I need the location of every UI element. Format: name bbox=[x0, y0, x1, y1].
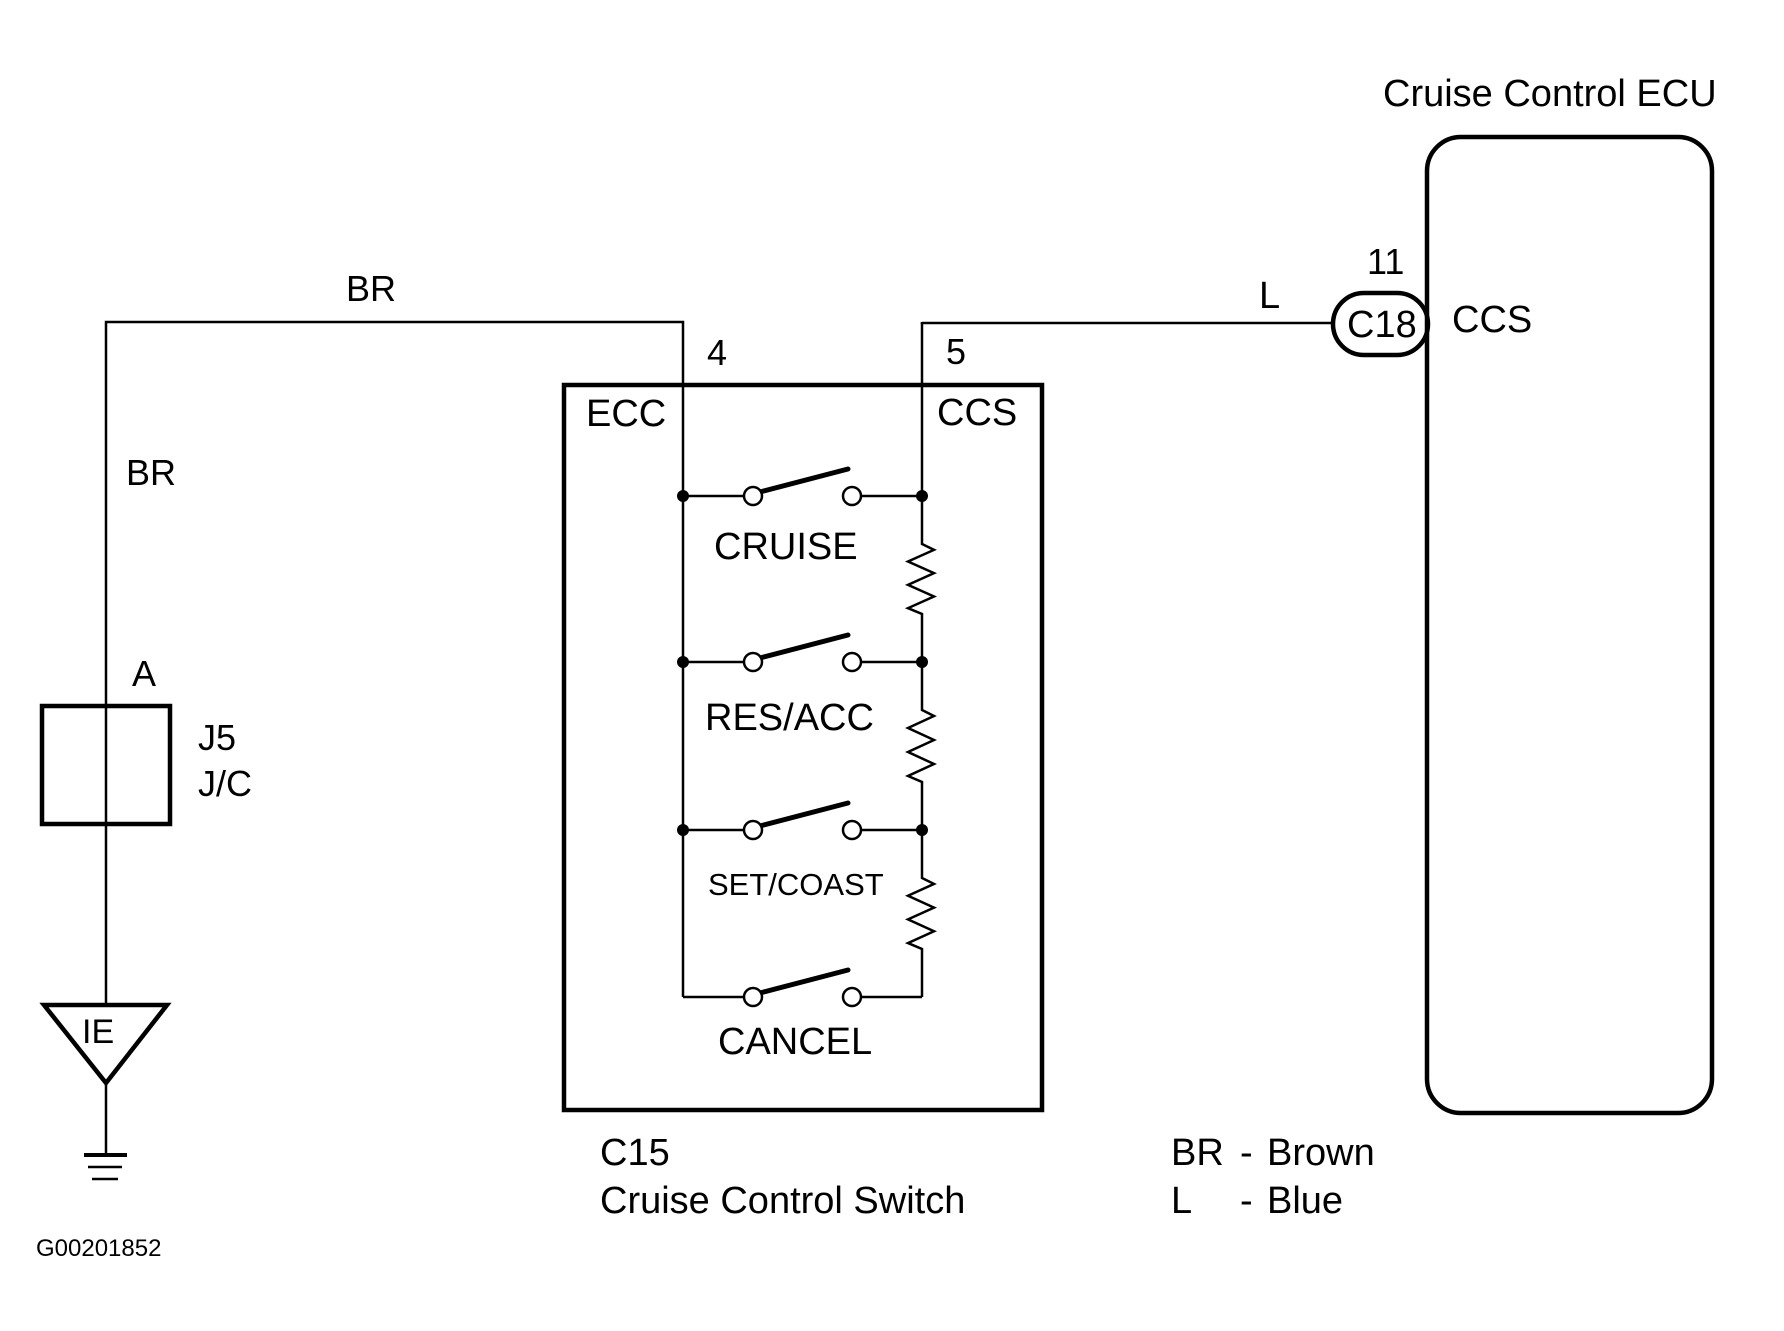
switch-terminal-left: ECC bbox=[586, 393, 666, 435]
switch-label-3: CANCEL bbox=[718, 1021, 872, 1063]
resistor-icon bbox=[904, 496, 938, 662]
switch-lever-icon bbox=[757, 632, 851, 661]
resistor-icon bbox=[904, 830, 938, 997]
switch-connector-id: C15 bbox=[600, 1132, 670, 1174]
switch-contact-icon bbox=[841, 986, 863, 1008]
switch-lever-icon bbox=[757, 466, 851, 495]
legend-sep-1: - bbox=[1240, 1180, 1253, 1222]
junction-node-icon bbox=[677, 656, 689, 668]
legend-code-0: BR bbox=[1171, 1132, 1224, 1174]
ecu-housing bbox=[1424, 134, 1715, 1116]
wire-br bbox=[104, 320, 685, 1004]
ecu-title: Cruise Control ECU bbox=[1383, 73, 1717, 115]
switch-housing bbox=[561, 382, 1045, 1113]
legend-color-0: Brown bbox=[1267, 1132, 1375, 1174]
junction-type: J/C bbox=[198, 763, 252, 804]
switch-contact-icon bbox=[742, 986, 764, 1008]
switch-contact-icon bbox=[742, 819, 764, 841]
legend-code-1: L bbox=[1171, 1180, 1192, 1222]
switch-label-1: RES/ACC bbox=[705, 697, 874, 739]
resistor-icon bbox=[904, 662, 937, 830]
wire-color-legend: BR - Brown L - Blue bbox=[1171, 1132, 1375, 1222]
legend-sep-0: - bbox=[1240, 1132, 1253, 1174]
ecu-pin: 11 bbox=[1367, 241, 1404, 282]
junction-name: J5 bbox=[198, 717, 236, 758]
junction-node-icon bbox=[677, 490, 689, 502]
ecu-terminal: CCS bbox=[1452, 299, 1532, 341]
junction-connector-box bbox=[39, 703, 173, 827]
switch-pin-left: 4 bbox=[707, 332, 727, 373]
switch-contact-icon bbox=[742, 651, 764, 673]
switch-contact-icon bbox=[742, 485, 764, 507]
switch-contact-icon bbox=[841, 485, 863, 507]
diagram-code: G00201852 bbox=[36, 1235, 161, 1262]
switch-contact-icon bbox=[841, 651, 863, 673]
switch-lever-icon bbox=[757, 967, 851, 996]
switch-lever-icon bbox=[757, 800, 851, 829]
ground-point-triangle bbox=[39, 1002, 172, 1087]
ecu-connector-id: C18 bbox=[1347, 304, 1417, 346]
ground-point-label: IE bbox=[82, 1013, 114, 1051]
switch-terminal-right: CCS bbox=[937, 392, 1017, 434]
legend-color-1: Blue bbox=[1267, 1180, 1343, 1222]
junction-terminal-label: A bbox=[132, 653, 156, 694]
switch-label-0: CRUISE bbox=[714, 526, 858, 568]
junction-node-icon bbox=[677, 824, 689, 836]
switch-pin-right: 5 bbox=[946, 331, 966, 372]
switch-component-name: Cruise Control Switch bbox=[600, 1180, 965, 1222]
wire-l-label: L bbox=[1259, 275, 1280, 317]
switch-contact-icon bbox=[841, 819, 863, 841]
switch-label-2: SET/COAST bbox=[708, 867, 884, 902]
wire-br-top-label: BR bbox=[346, 268, 396, 309]
wire-br-left-label: BR bbox=[126, 452, 176, 493]
ground-symbol-icon bbox=[84, 1153, 127, 1181]
wire-l bbox=[920, 321, 1333, 325]
